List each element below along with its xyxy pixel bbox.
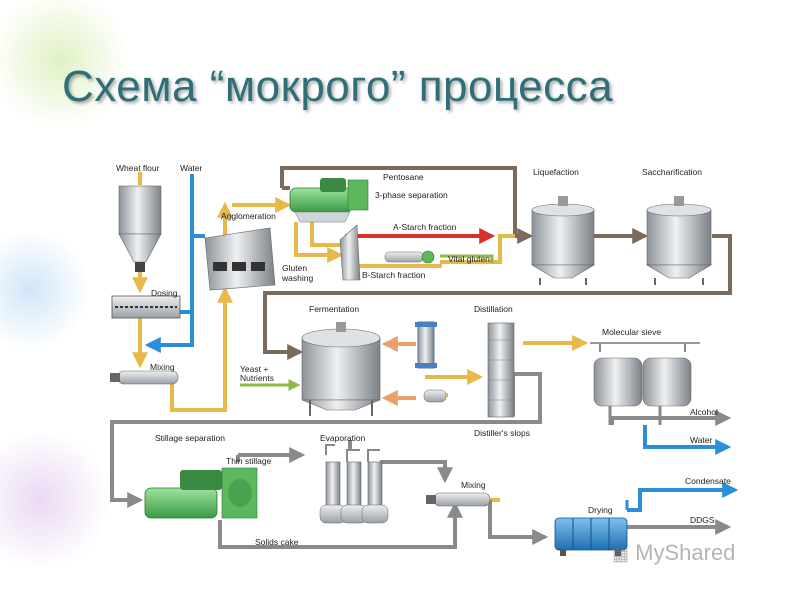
water-lines [144, 174, 739, 512]
liquefaction-tank [530, 196, 596, 285]
agglomeration-tank [204, 227, 276, 291]
watermark-text: MyShared [635, 540, 736, 565]
slide-title: Схема “мокрого” процесса [62, 62, 614, 111]
label-vital-gluten: Vital gluten [448, 254, 490, 264]
watermark-icon: ▦ [612, 544, 630, 564]
fermentation-tank [301, 322, 381, 416]
molecular-sieve [590, 342, 700, 425]
gluten-pump [384, 250, 435, 264]
label-mixing-1: Mixing [150, 362, 175, 372]
orange-lines [381, 336, 416, 406]
label-dosing: Dosing [151, 288, 178, 298]
three-phase-decanter [289, 178, 369, 223]
label-distillation: Distillation [474, 304, 513, 314]
label-ddgs: DDGS [690, 515, 715, 525]
mixer-2 [426, 492, 491, 507]
dosing-unit [111, 295, 181, 319]
dryer [554, 500, 629, 556]
label-washing: washing [281, 273, 313, 283]
label-molecular-sieve: Molecular sieve [602, 327, 661, 337]
label-agglomeration: Agglomeration [221, 211, 276, 221]
label-condensate: Condensate [685, 476, 731, 486]
label-b-starch-fraction: B-Starch fraction [362, 270, 426, 280]
mixer-1 [110, 370, 179, 385]
label-evaporation: Evaporation [320, 433, 366, 443]
flour-silo [118, 185, 162, 272]
label-three-phase-separation: 3-phase separation [375, 190, 448, 200]
label-yeast: Yeast + [240, 364, 268, 374]
gluten-washing-screen [339, 224, 361, 281]
label-mixing-2: Mixing [461, 480, 486, 490]
fermentation-pump [423, 389, 447, 403]
label-alcohol: Alcohol [690, 407, 718, 417]
label-pentosane: Pentosane [383, 172, 424, 182]
heat-exchanger [415, 321, 437, 369]
label-distillers-slops: Distiller's slops [474, 428, 530, 438]
product-lines [263, 166, 732, 360]
label-stillage-separation: Stillage separation [155, 433, 225, 443]
vital-gluten-line [440, 254, 494, 263]
label-wheat-flour: Wheat flour [116, 163, 160, 173]
evaporator-train [319, 444, 389, 524]
label-a-starch-fraction: A-Starch fraction [393, 222, 457, 232]
saccharification-tank [645, 196, 713, 285]
label-liquefaction: Liquefaction [533, 167, 579, 177]
label-solids-cake: Solids cake [255, 537, 299, 547]
label-saccharification: Saccharification [642, 167, 702, 177]
stillage-decanter [144, 467, 258, 519]
label-gluten: Gluten [282, 263, 307, 273]
label-drying: Drying [588, 505, 613, 515]
label-water-out: Water [690, 435, 713, 445]
label-fermentation: Fermentation [309, 304, 359, 314]
label-nutrients: Nutrients [240, 373, 274, 383]
label-water-in: Water [180, 163, 203, 173]
watermark-logo: ▦ MyShared [612, 540, 735, 566]
distillation-column [487, 322, 515, 418]
label-thin-stillage: Thin stillage [226, 456, 272, 466]
